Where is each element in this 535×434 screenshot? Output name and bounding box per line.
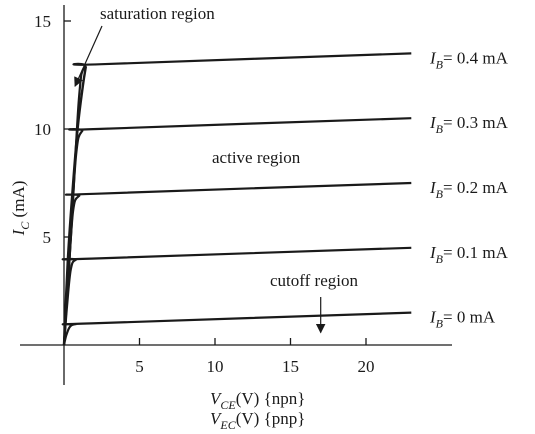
- series-label-ib-3: IB= 0.1 mA: [429, 243, 509, 266]
- annotation-saturation-region: saturation region: [100, 4, 215, 23]
- characteristic-curves: [61, 52, 412, 346]
- annotation-cutoff-region: cutoff region: [270, 271, 358, 290]
- series-labels: IB= 0.4 mA IB= 0.3 mA IB= 0.2 mA IB= 0.1 mA…: [429, 48, 509, 330]
- x-axis-label-pnp: VEC(V) {pnp}: [210, 409, 305, 432]
- ib-curve-4: [61, 311, 412, 346]
- ib-curve-3: [61, 246, 412, 346]
- region-annotations: saturation region active region cutoff r…: [74, 4, 358, 334]
- x-tick-label: 15: [282, 357, 299, 376]
- series-label-ib-1: IB= 0.3 mA: [429, 113, 509, 136]
- y-tick-label: 15: [34, 12, 51, 31]
- y-tick-label: 10: [34, 120, 51, 139]
- series-label-ib-2: IB= 0.2 mA: [429, 178, 509, 201]
- ib-curve-0: [62, 52, 412, 346]
- x-tick-label: 5: [135, 357, 144, 376]
- series-label-ib-0: IB= 0.4 mA: [429, 48, 509, 71]
- x-axis-label-npn: VCE(V) {npn}: [210, 389, 305, 412]
- series-label-ib-4: IB= 0 mA: [429, 308, 496, 331]
- x-tick-label: 10: [207, 357, 224, 376]
- x-tick-label: 20: [358, 357, 375, 376]
- y-axis-label: IC (mA): [9, 181, 32, 237]
- axis-ticks: 5 10 15 20 5 10 15: [34, 12, 375, 376]
- saturation-arrow: [74, 25, 103, 87]
- annotation-active-region: active region: [212, 148, 301, 167]
- ib-curve-2: [62, 181, 412, 346]
- y-tick-label: 5: [43, 228, 52, 247]
